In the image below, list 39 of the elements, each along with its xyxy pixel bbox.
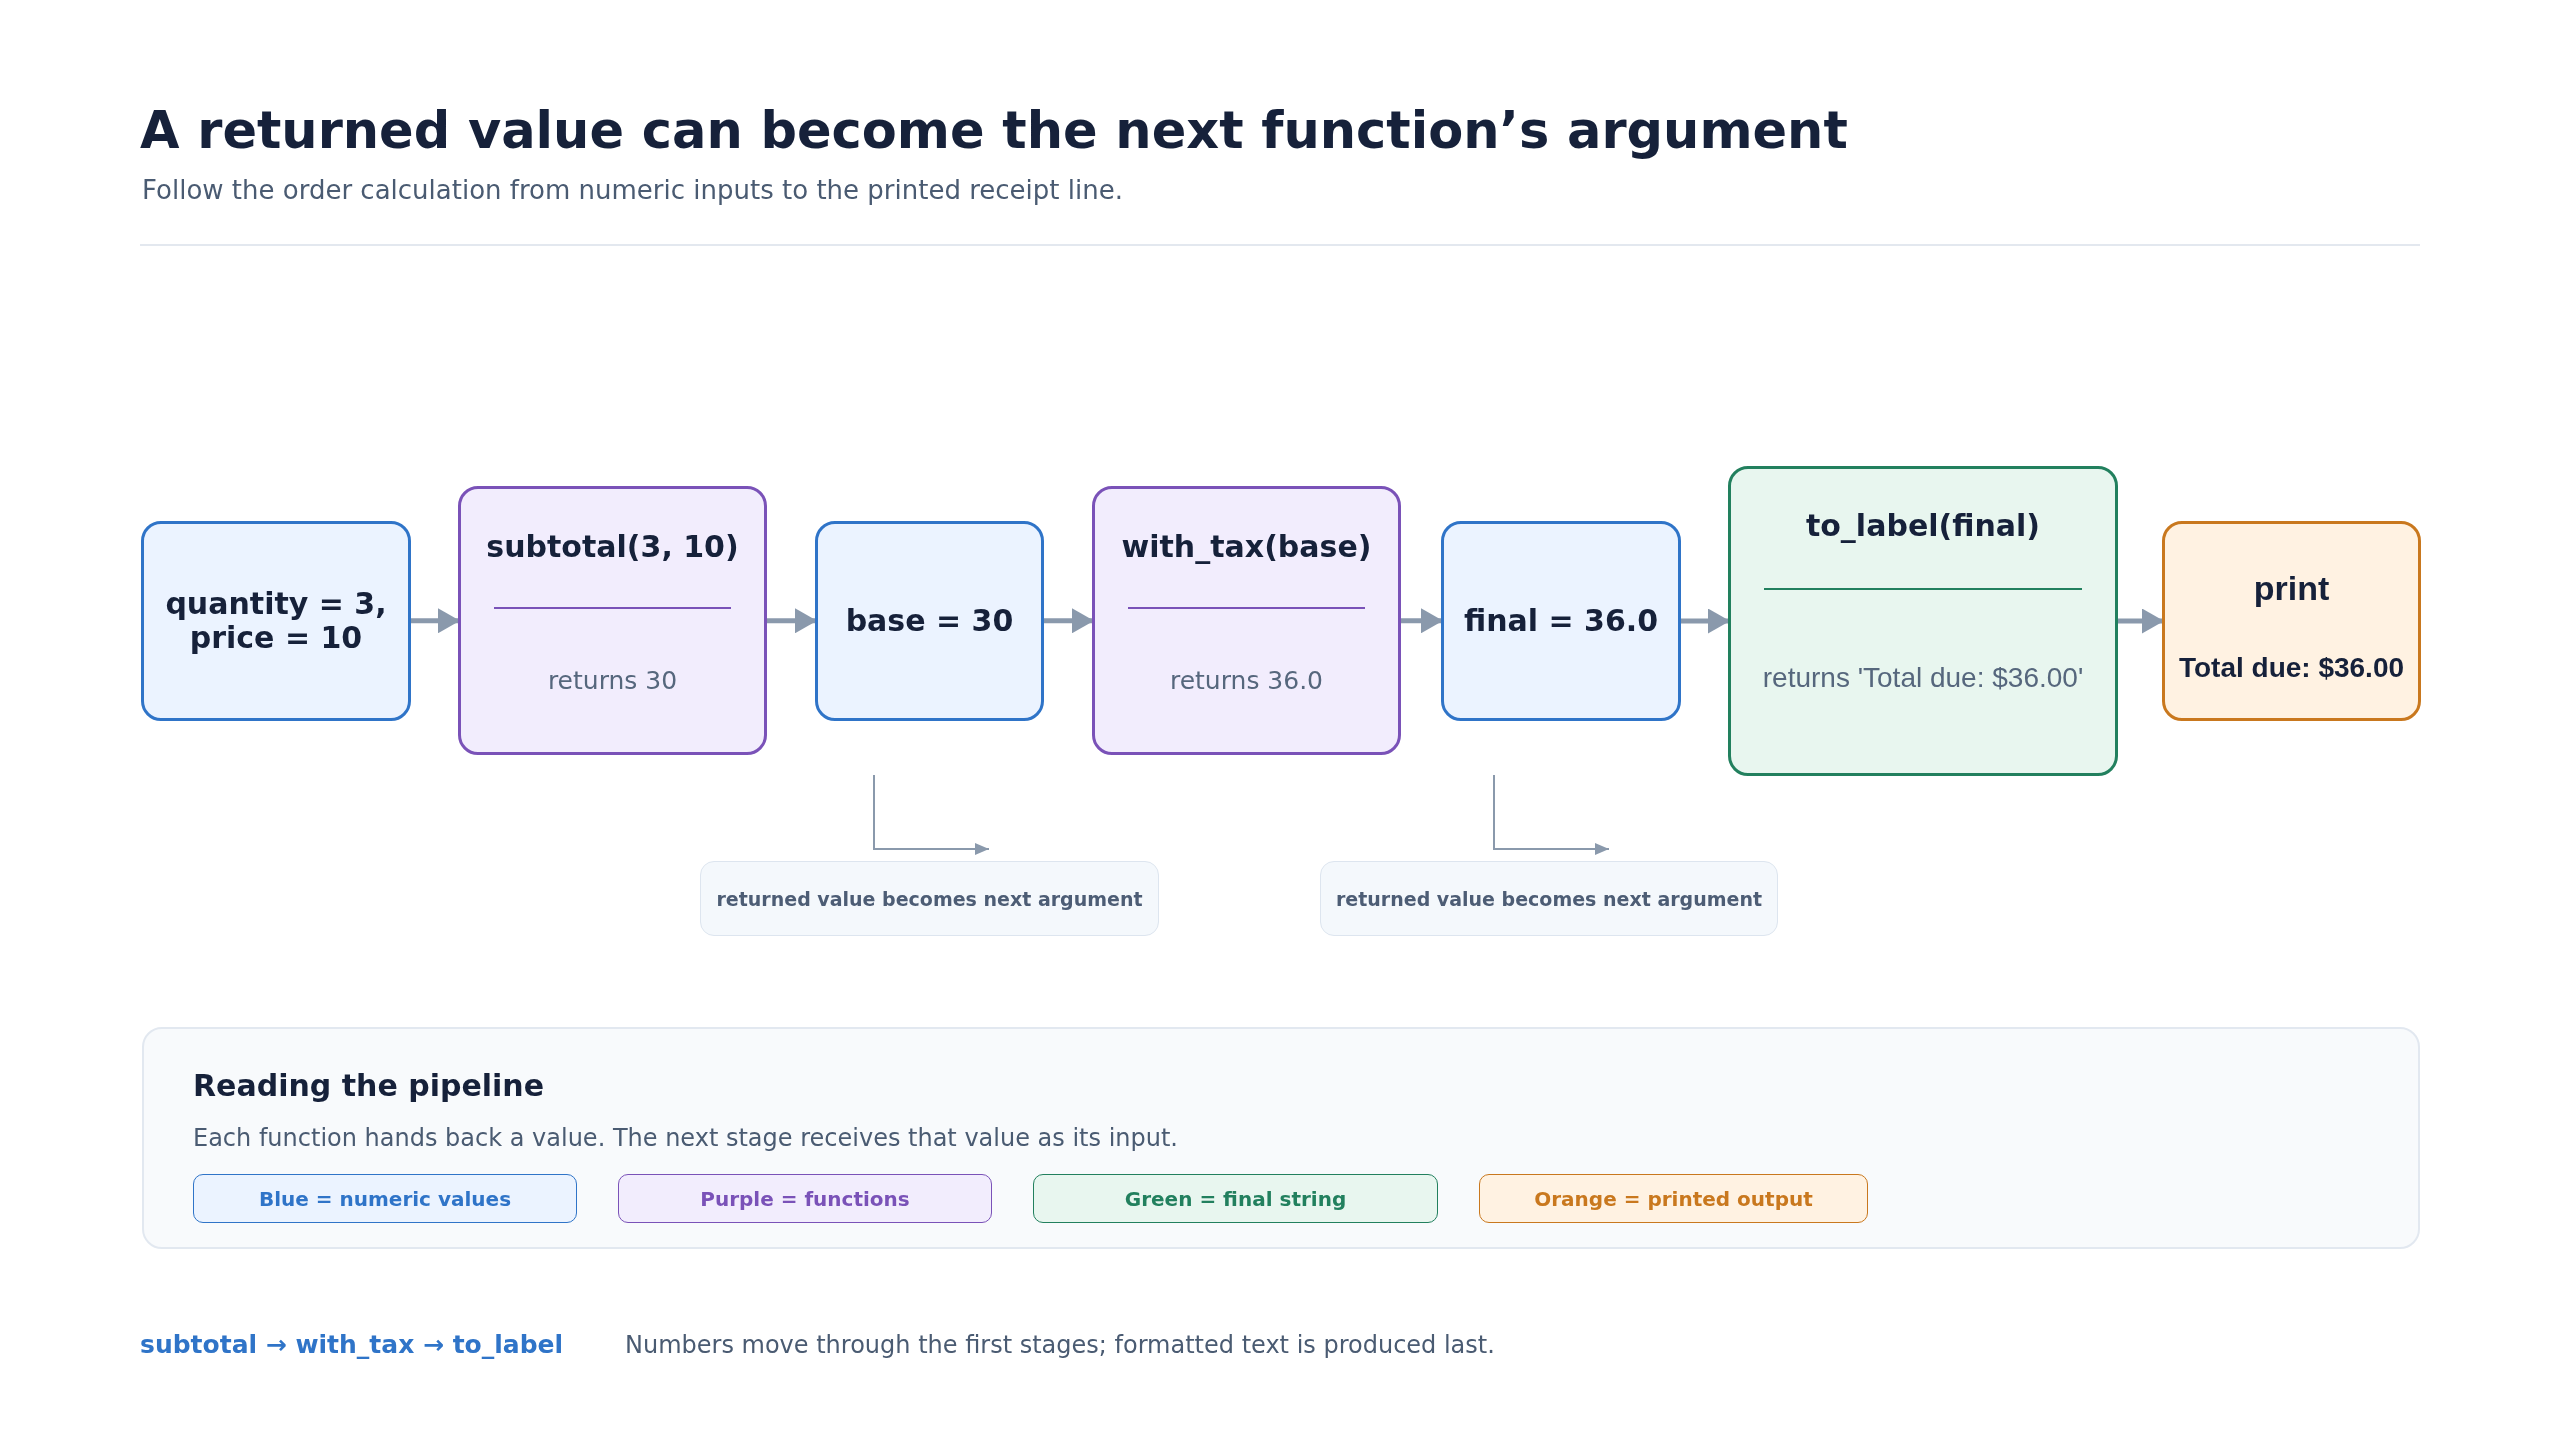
value-label: base = 30	[845, 604, 1014, 638]
value-box	[141, 521, 411, 721]
value-label: quantity = 3, price = 10	[164, 587, 388, 655]
legend-chip: Orange = printed output	[1479, 1174, 1868, 1223]
note-box	[1320, 861, 1778, 936]
subtitle: Follow the order calculation from numeric inputs to the printed receipt line.	[142, 174, 1123, 206]
footnote: Numbers move through the first stages; formatted text is produced last.	[625, 1330, 1495, 1360]
arrow	[767, 608, 817, 634]
function-call: to_label(final)	[1805, 508, 2041, 544]
function-call: subtotal(3, 10)	[486, 529, 739, 565]
note-text: returned value becomes next argument	[1336, 886, 1762, 911]
value-box	[1441, 521, 1681, 721]
title: A returned value can become the next function’s argument	[140, 100, 1848, 161]
legend-chip: Purple = functions	[618, 1174, 992, 1223]
arrow	[1681, 608, 1730, 634]
info-panel	[142, 1027, 2420, 1249]
arrow	[2118, 608, 2164, 634]
arrow	[1401, 608, 1443, 634]
function-box	[1092, 486, 1401, 755]
legend-chip: Blue = numeric values	[193, 1174, 577, 1223]
value-box	[815, 521, 1044, 721]
function-box	[1728, 466, 2118, 776]
return-value: returns 'Total due: $36.00'	[1762, 661, 2084, 694]
note-box	[700, 861, 1159, 936]
function-call: with_tax(base)	[1121, 529, 1372, 565]
arrow	[1044, 608, 1094, 634]
printed-text: Total due: $36.00	[2178, 652, 2405, 684]
function-box	[458, 486, 767, 755]
arrow	[411, 608, 460, 634]
return-value: returns 36.0	[1169, 665, 1324, 696]
output-heading: print	[2253, 569, 2330, 607]
output-box	[2162, 521, 2421, 721]
legend-chip: Green = final string	[1033, 1174, 1438, 1223]
value-label: final = 36.0	[1463, 604, 1659, 638]
flow-summary: subtotal → with_tax → to_label	[140, 1330, 564, 1360]
return-value: returns 30	[547, 665, 678, 696]
panel-heading: Reading the pipeline	[193, 1068, 545, 1104]
panel-text: Each function hands back a value. The next stage receives that value as its input.	[193, 1123, 1178, 1153]
note-text: returned value becomes next argument	[716, 886, 1143, 911]
